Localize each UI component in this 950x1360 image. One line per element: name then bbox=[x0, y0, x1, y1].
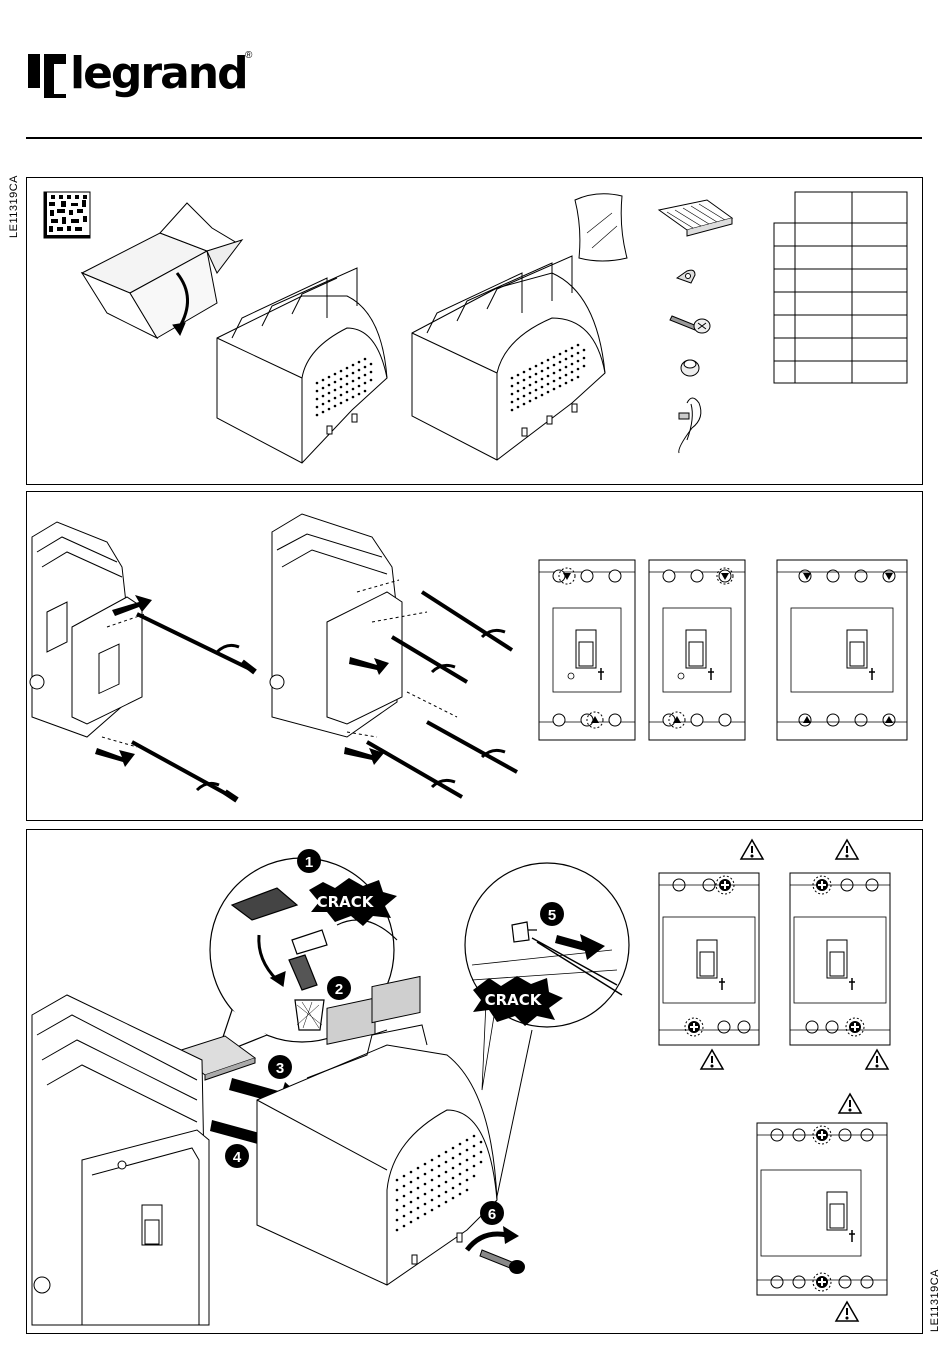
breaker-body-illustration bbox=[32, 995, 209, 1325]
svg-text:CRACK: CRACK bbox=[485, 991, 543, 1009]
parts-table bbox=[774, 192, 907, 383]
brand-name: legrand bbox=[70, 44, 247, 104]
svg-text:5: 5 bbox=[548, 907, 556, 924]
step-1-badge: 1 bbox=[297, 849, 321, 873]
step-5-badge: 5 bbox=[540, 902, 564, 926]
document-code-bottom: LE11319CA bbox=[929, 1269, 941, 1332]
installation-panel: 1 2 CRACK 5 CRACK bbox=[26, 829, 923, 1334]
contents-panel bbox=[26, 177, 923, 485]
breaker-side-view-4p bbox=[270, 514, 402, 737]
breaker-front-warning-centre bbox=[757, 1123, 887, 1295]
ring-terminal-icon bbox=[677, 270, 695, 283]
svg-text:2: 2 bbox=[335, 981, 343, 998]
breaker-front-4p-seal bbox=[777, 560, 907, 740]
sealing-panel bbox=[26, 491, 923, 821]
cap-icon bbox=[681, 360, 699, 376]
terminal-cover-3p-illustration bbox=[217, 268, 387, 463]
step-3-badge: 3 bbox=[268, 1055, 292, 1079]
svg-text:1: 1 bbox=[305, 854, 313, 871]
step-2-badge: 2 bbox=[327, 976, 351, 1000]
breaker-front-bottom-seal bbox=[649, 560, 745, 740]
legrand-symbol-icon bbox=[26, 44, 70, 104]
seal-wire-icon bbox=[679, 398, 701, 453]
strip-icon bbox=[659, 200, 732, 236]
document-code-top: LE11319CA bbox=[8, 175, 20, 238]
svg-text:CRACK: CRACK bbox=[317, 893, 375, 911]
data-matrix-code-icon bbox=[44, 192, 90, 238]
detail-circle-clip bbox=[465, 863, 629, 1090]
screw-icon bbox=[670, 316, 710, 333]
header-rule bbox=[26, 137, 922, 139]
step-4-badge: 4 bbox=[225, 1144, 249, 1168]
breaker-front-top-seal bbox=[539, 560, 635, 740]
terminal-cover-4p-illustration bbox=[412, 256, 605, 460]
box-open-icon bbox=[82, 203, 242, 338]
svg-text:4: 4 bbox=[233, 1149, 242, 1166]
screw-icon bbox=[467, 1226, 525, 1274]
svg-text:6: 6 bbox=[488, 1206, 496, 1223]
breaker-side-view-3p bbox=[30, 522, 142, 737]
breaker-front-warning-top bbox=[659, 873, 759, 1045]
bag-icon bbox=[575, 194, 627, 261]
step-6-badge: 6 bbox=[480, 1201, 504, 1225]
svg-text:3: 3 bbox=[276, 1060, 284, 1077]
breaker-front-warning-bottom bbox=[790, 873, 890, 1045]
legrand-logo: legrand ® bbox=[26, 44, 266, 108]
registered-mark: ® bbox=[245, 50, 252, 61]
